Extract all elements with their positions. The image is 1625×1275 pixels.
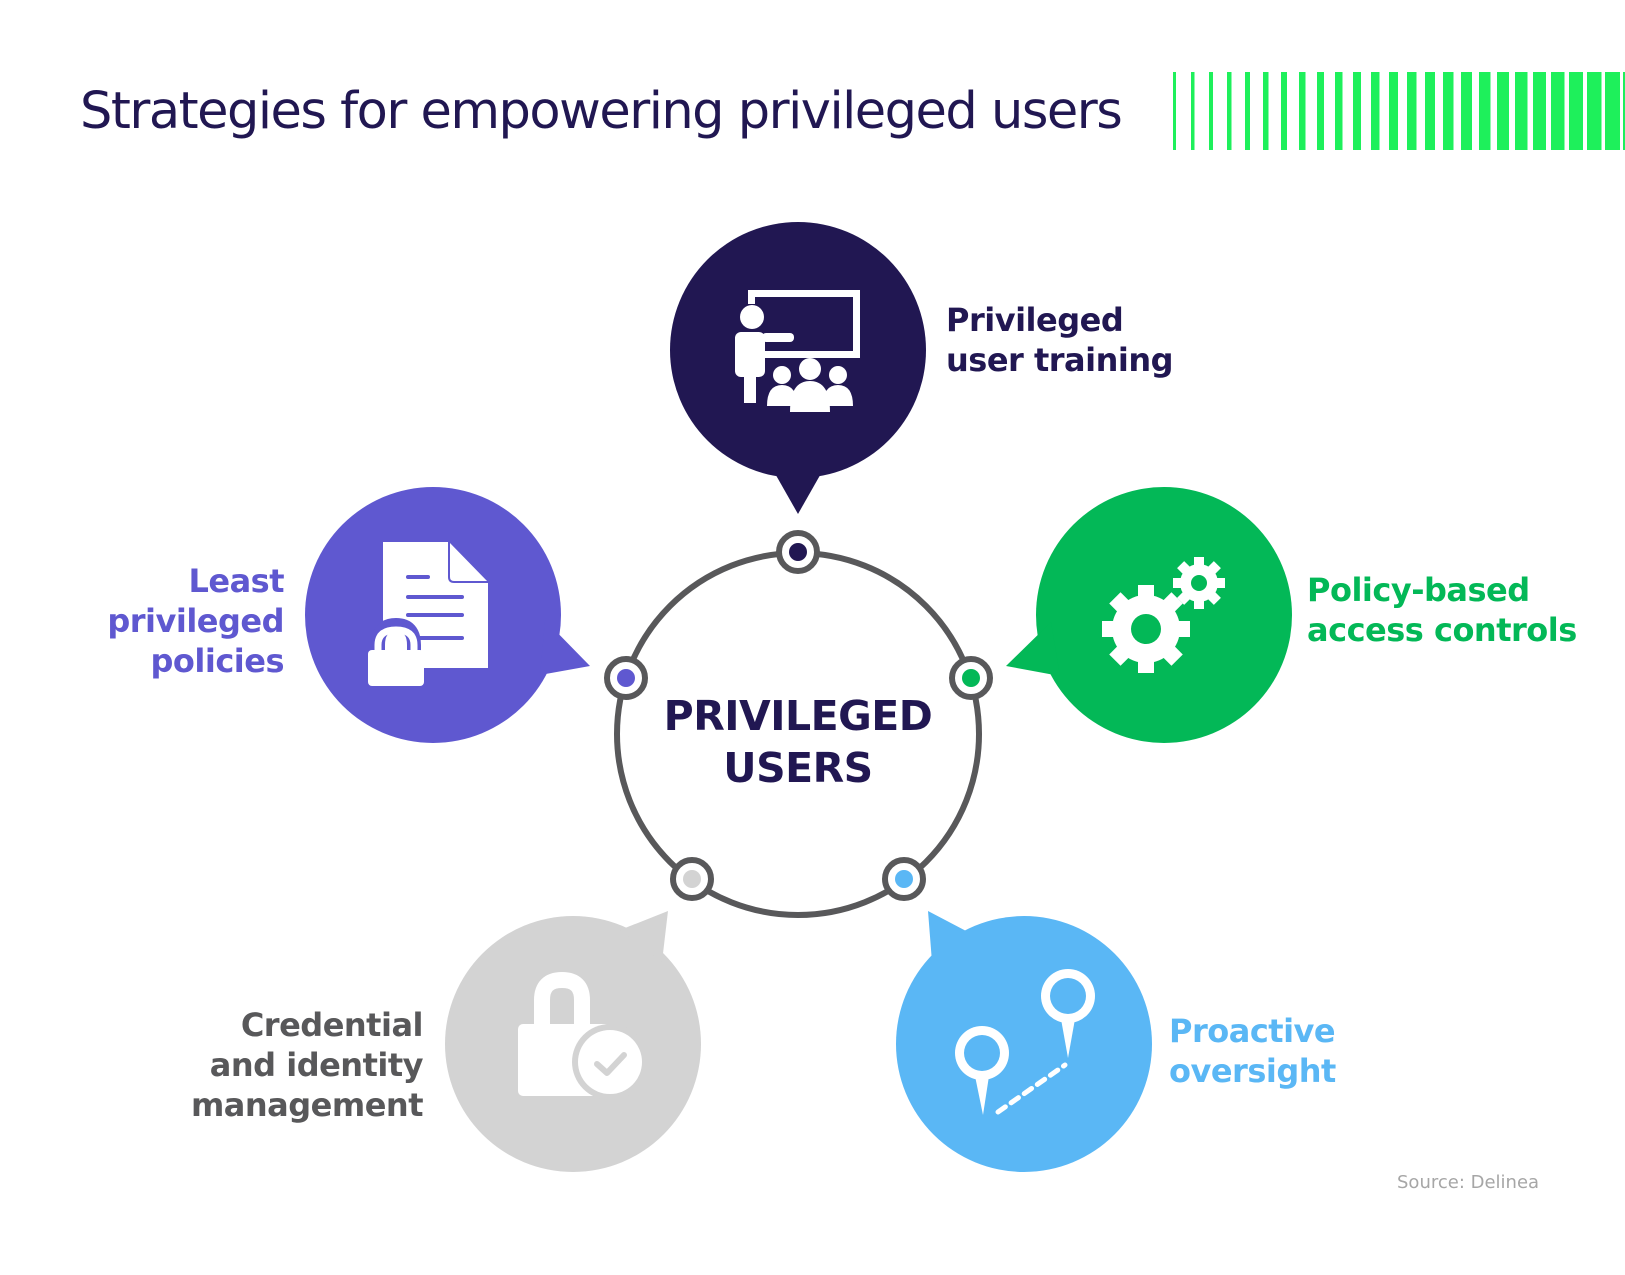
page-title: Strategies for empowering privileged use…: [80, 82, 1123, 141]
label-training: Privileged user training: [946, 301, 1174, 379]
bubble-credential: [445, 911, 701, 1172]
ring-node-oversight: [882, 857, 926, 901]
ring-node-policy: [949, 656, 993, 700]
decorative-stripes: [1173, 72, 1625, 150]
label-least-privilege: Least privileged policies: [107, 562, 284, 680]
ring-node-training: [776, 530, 820, 574]
bubble-least-privilege: [305, 487, 590, 743]
ring-node-least-privilege: [604, 656, 648, 700]
gears-icon: [1102, 557, 1225, 673]
bubble-policy: [1006, 487, 1292, 743]
ring-node-credential: [670, 857, 714, 901]
label-credential: Credential and identity management: [190, 1006, 424, 1124]
locked-document-icon: [368, 542, 488, 686]
label-oversight: Proactive oversight: [1169, 1012, 1336, 1090]
central-ring: [604, 530, 993, 918]
label-policy: Policy-based access controls: [1307, 571, 1577, 649]
bubble-training: [670, 222, 926, 514]
source-credit: Source: Delinea: [1397, 1172, 1540, 1193]
map-pins-icon: [955, 969, 1095, 1115]
center-label: PRIVILEGED USERS: [618, 690, 978, 794]
center-label-line1: PRIVILEGED: [663, 692, 933, 740]
lock-check-icon: [518, 971, 648, 1100]
center-label-line2: USERS: [723, 744, 873, 792]
bubble-oversight: [896, 911, 1152, 1172]
presentation-teacher-icon: [735, 290, 860, 412]
